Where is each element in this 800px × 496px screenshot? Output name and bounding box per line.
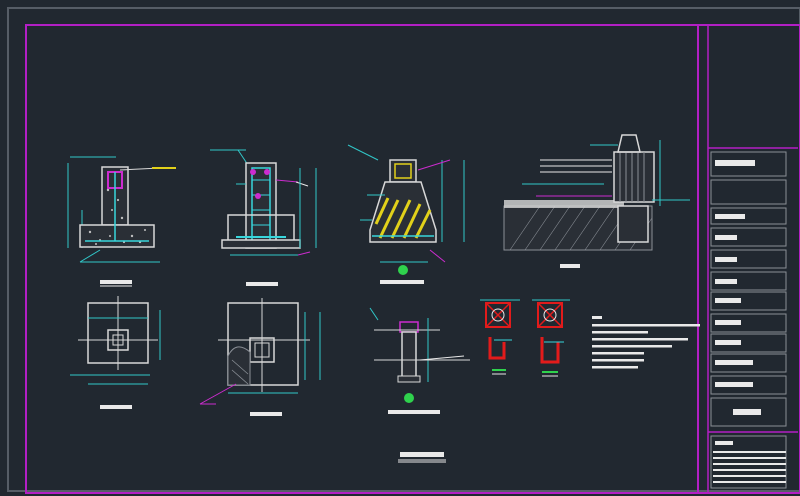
outer-frame bbox=[7, 7, 800, 492]
view-footing-a bbox=[67, 156, 176, 287]
view-plan-a bbox=[70, 296, 161, 409]
view-anchor-detail bbox=[369, 307, 470, 414]
drawing-border bbox=[25, 24, 800, 494]
title-block bbox=[710, 151, 787, 489]
general-notes bbox=[592, 316, 700, 369]
view-bolt-details bbox=[480, 299, 570, 377]
view-plan-b bbox=[199, 298, 321, 416]
view-retaining-section bbox=[503, 134, 690, 268]
view-footing-b bbox=[210, 149, 317, 286]
view-footing-c bbox=[347, 144, 465, 284]
